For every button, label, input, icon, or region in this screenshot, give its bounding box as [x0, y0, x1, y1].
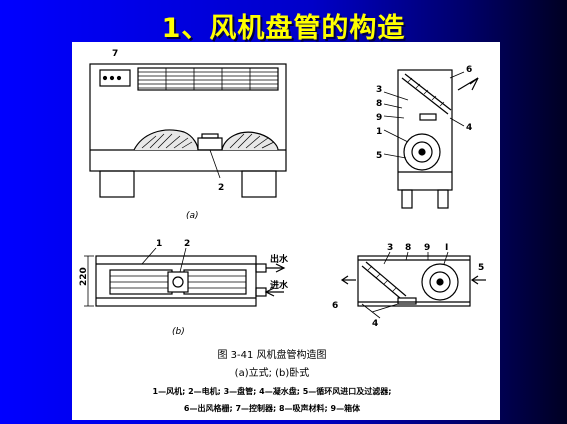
sublabel-b: (b): [172, 327, 185, 337]
callout-b-3: 3: [387, 243, 393, 253]
horizontal-unit-plan: [84, 247, 286, 307]
vertical-unit-side-section: [383, 69, 479, 209]
sublabel-a: (a): [186, 211, 199, 221]
callout-6: 6: [466, 65, 472, 75]
coil: [401, 77, 449, 115]
motor: [197, 137, 223, 151]
outlet-grille: [137, 67, 279, 91]
figure-subcaption: (a)立式; (b)卧式: [235, 366, 310, 379]
callout-b-1b: I: [445, 243, 448, 253]
callout-b-6: 6: [332, 301, 338, 311]
drip-pan: [419, 113, 437, 121]
callout-2: 2: [218, 183, 224, 193]
drip-pan-section: [397, 297, 417, 305]
callout-4: 4: [466, 123, 472, 133]
callout-b-2: 2: [184, 239, 190, 249]
callout-b-1: 1: [156, 239, 162, 249]
callout-7: 7: [112, 49, 118, 59]
callout-9: 9: [376, 113, 382, 123]
callout-3: 3: [376, 85, 382, 95]
outlet-water-label: 出水: [270, 253, 289, 265]
figure-panel: 7 2 3 6 8 9 4 1 5 1 2 3 8 9 I 5 6 4 (a) …: [72, 42, 500, 420]
controller-box: [99, 69, 131, 87]
callout-8: 8: [376, 99, 382, 109]
callout-b-8: 8: [405, 243, 411, 253]
dimension-220: 220: [79, 267, 89, 286]
callout-5: 5: [376, 151, 382, 161]
slide-title: 1、风机盘管的构造: [161, 13, 406, 44]
callout-1: 1: [376, 127, 382, 137]
figure-caption: 图 3-41 风机盘管构造图: [217, 348, 326, 361]
fan-coil-diagram: 7 2 3 6 8 9 4 1 5 1 2 3 8 9 I 5 6 4 (a) …: [79, 49, 486, 413]
coil-section: [361, 265, 401, 299]
callout-b-5: 5: [478, 263, 484, 273]
inlet-water-label: 进水: [270, 279, 289, 291]
legend-line-2: 6—出风格栅; 7—控制器; 8—吸声材料; 9—箱体: [184, 403, 361, 413]
fan-housing: [403, 133, 441, 171]
legend-line-1: 1—风机; 2—电机; 3—盘管; 4—凝水盘; 5—循环风进口及过滤器;: [153, 386, 392, 396]
horizontal-unit-section: [340, 251, 486, 319]
callout-b-9: 9: [424, 243, 430, 253]
motor-plan: [167, 271, 189, 293]
callout-b-4: 4: [372, 319, 378, 329]
vertical-unit-front-view: [89, 63, 287, 198]
